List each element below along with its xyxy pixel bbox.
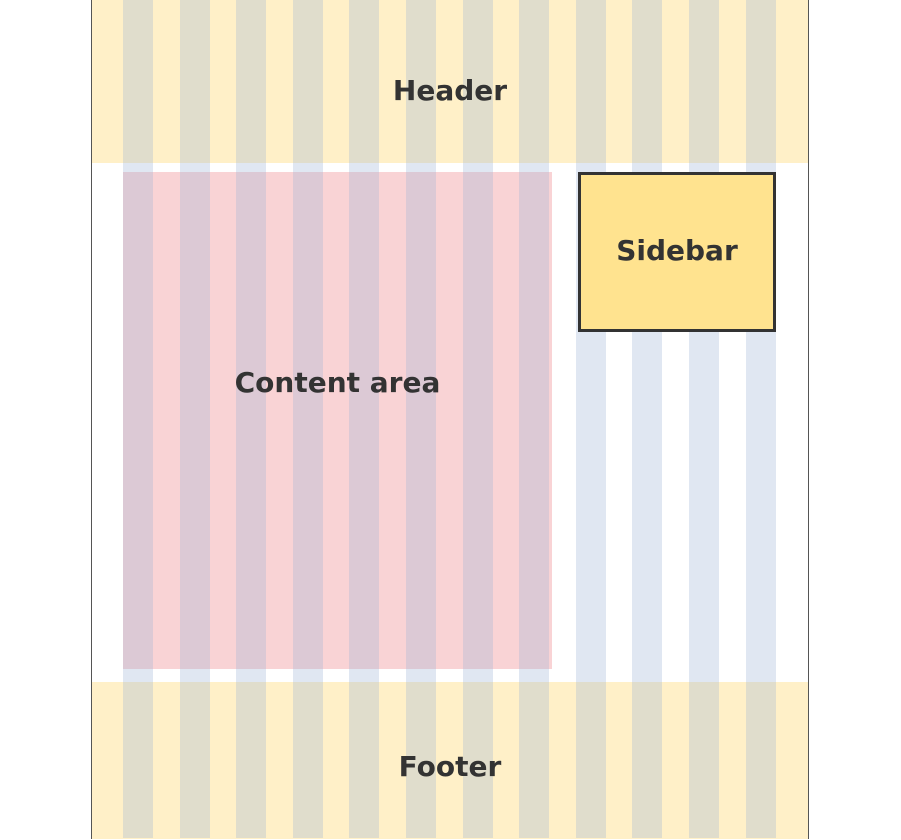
header-region xyxy=(92,0,808,163)
page-frame: Header Content area Sidebar Footer xyxy=(91,0,809,839)
header-label: Header xyxy=(392,74,508,107)
grid-column xyxy=(349,0,380,838)
grid-column xyxy=(575,0,606,838)
grid-column xyxy=(745,0,776,838)
footer-region xyxy=(92,682,808,839)
grid-column xyxy=(519,0,550,838)
grid-column xyxy=(123,0,153,838)
content-area-label: Content area xyxy=(234,366,441,399)
sidebar-region xyxy=(578,172,776,332)
grid-column xyxy=(406,0,436,838)
grid-column xyxy=(632,0,663,838)
grid-column xyxy=(179,0,210,838)
grid-column xyxy=(292,0,323,838)
content-area-region xyxy=(123,172,552,669)
sidebar-label: Sidebar xyxy=(616,234,738,267)
footer-label: Footer xyxy=(398,750,502,783)
grid-column xyxy=(462,0,493,838)
grid-column xyxy=(236,0,267,838)
grid-column xyxy=(689,0,719,838)
